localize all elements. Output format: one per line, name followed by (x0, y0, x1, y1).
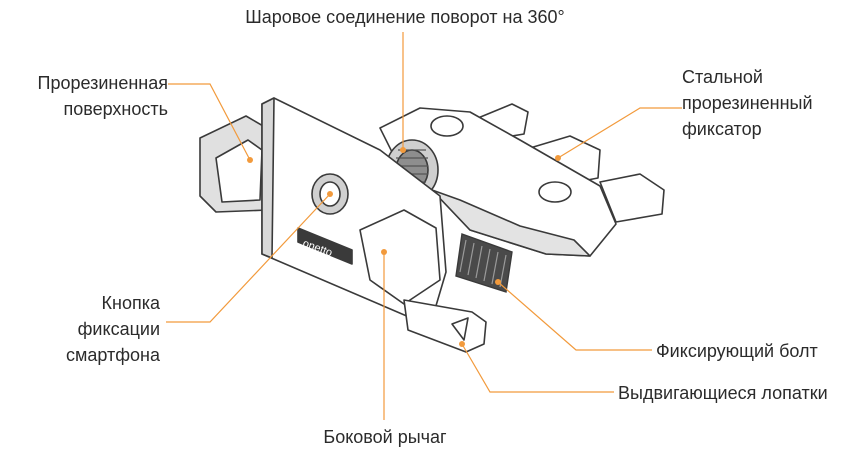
label-ball-joint: Шаровое соединение поворот на 360° (230, 4, 580, 30)
label-steel-clamp-line2: прорезиненный (682, 93, 813, 113)
side-lever-body (359, 209, 441, 305)
label-fixing-bolt: Фиксирующий болт (656, 338, 856, 364)
label-phone-button-line1: Кнопка (101, 293, 160, 313)
label-rubber-surface-line2: поверхность (63, 99, 168, 119)
label-side-lever: Боковой рычаг (300, 424, 470, 450)
label-sliding-blades-text: Выдвигающиеся лопатки (618, 383, 828, 403)
label-steel-clamp: Стальной прорезиненный фиксатор (682, 64, 852, 142)
label-phone-button-line3: смартфона (65, 345, 160, 365)
label-rubber-surface: Прорезиненная поверхность (2, 70, 168, 122)
label-side-lever-text: Боковой рычаг (323, 427, 447, 447)
label-steel-clamp-line3: фиксатор (682, 119, 762, 139)
leader-lines (166, 32, 682, 420)
label-ball-joint-text: Шаровое соединение поворот на 360° (245, 7, 565, 27)
leader-fixing-bolt (497, 281, 652, 351)
label-steel-clamp-line1: Стальной (682, 67, 763, 87)
leader-phone-button (166, 193, 331, 323)
label-sliding-blades: Выдвигающиеся лопатки (618, 380, 862, 406)
clamp-screw-top (430, 115, 464, 137)
clamp-body-shade (431, 189, 591, 257)
label-rubber-surface-line1: Прорезиненная (37, 73, 168, 93)
sliding-blade (403, 299, 487, 353)
leader-sliding-blades (461, 343, 614, 393)
leader-steel-clamp (557, 107, 682, 159)
clamp-blade-lower (599, 173, 665, 223)
label-fixing-bolt-text: Фиксирующий болт (656, 341, 818, 361)
label-phone-button: Кнопка фиксации смартфона (40, 290, 160, 368)
leader-dots (247, 147, 561, 347)
steel-clamp-assembly (379, 103, 665, 257)
leader-rubber-surface (168, 83, 251, 161)
phone-plate: onetto (199, 97, 487, 353)
fixing-bolt (455, 233, 513, 293)
clamp-screw-bottom (538, 181, 572, 203)
label-phone-button-line2: фиксации (77, 319, 160, 339)
